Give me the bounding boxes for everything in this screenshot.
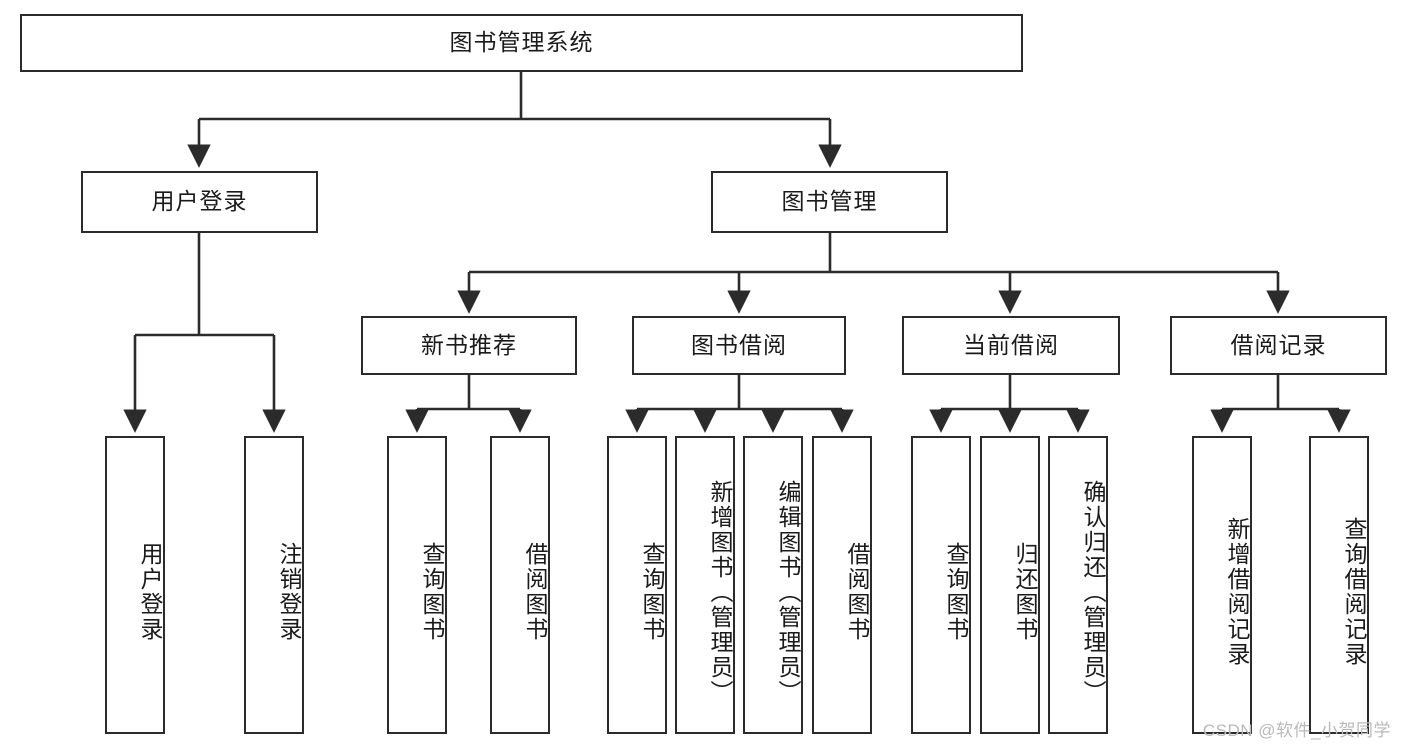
node-leaf-borrow-book-2-label: 借阅图书: [844, 542, 870, 642]
node-leaf-user-login[interactable]: 用户登录: [105, 436, 165, 734]
node-leaf-return-book-label: 归还图书: [1012, 542, 1038, 642]
node-user-login[interactable]: 用户登录: [81, 171, 318, 233]
node-leaf-query-record-label: 查询借阅记录: [1341, 517, 1367, 667]
node-leaf-query-record[interactable]: 查询借阅记录: [1309, 436, 1369, 734]
node-leaf-add-book[interactable]: 新增图书（管理员）: [675, 436, 735, 734]
node-leaf-query-book-1-label: 查询图书: [419, 542, 445, 642]
node-book-borrow[interactable]: 图书借阅: [632, 316, 846, 375]
node-new-book-rec[interactable]: 新书推荐: [361, 316, 577, 375]
node-leaf-query-book-3-label: 查询图书: [943, 542, 969, 642]
node-leaf-query-book-1[interactable]: 查询图书: [387, 436, 447, 734]
node-borrow-record[interactable]: 借阅记录: [1170, 316, 1387, 375]
node-leaf-confirm-return[interactable]: 确认归还（管理员）: [1048, 436, 1108, 734]
node-borrow-record-label: 借阅记录: [1230, 331, 1327, 358]
node-leaf-user-logout-label: 注销登录: [276, 542, 302, 642]
node-book-borrow-label: 图书借阅: [691, 331, 787, 358]
node-new-book-rec-label: 新书推荐: [421, 331, 517, 358]
node-current-borrow[interactable]: 当前借阅: [902, 316, 1120, 375]
node-current-borrow-label: 当前借阅: [963, 331, 1059, 358]
node-book-manage[interactable]: 图书管理: [711, 171, 948, 233]
node-root[interactable]: 图书管理系统: [20, 14, 1023, 72]
node-leaf-query-book-3[interactable]: 查询图书: [911, 436, 971, 734]
node-leaf-add-book-label: 新增图书（管理员）: [707, 479, 733, 705]
node-leaf-add-record-label: 新增借阅记录: [1224, 517, 1250, 667]
node-leaf-edit-book-label: 编辑图书（管理员）: [775, 479, 801, 705]
node-leaf-borrow-book-1[interactable]: 借阅图书: [490, 436, 550, 734]
node-leaf-confirm-return-label: 确认归还（管理员）: [1080, 479, 1106, 705]
node-leaf-user-logout[interactable]: 注销登录: [244, 436, 304, 734]
node-leaf-edit-book[interactable]: 编辑图书（管理员）: [743, 436, 803, 734]
node-leaf-borrow-book-1-label: 借阅图书: [522, 542, 548, 642]
node-leaf-query-book-2[interactable]: 查询图书: [607, 436, 667, 734]
node-user-login-label: 用户登录: [151, 188, 248, 215]
node-leaf-user-login-label: 用户登录: [137, 542, 163, 642]
node-book-manage-label: 图书管理: [781, 188, 878, 215]
node-leaf-borrow-book-2[interactable]: 借阅图书: [812, 436, 872, 734]
node-leaf-add-record[interactable]: 新增借阅记录: [1192, 436, 1252, 734]
watermark-text: CSDN @软件_小贺同学: [1202, 721, 1391, 740]
node-root-label: 图书管理系统: [449, 29, 594, 56]
node-leaf-query-book-2-label: 查询图书: [639, 542, 665, 642]
node-leaf-return-book[interactable]: 归还图书: [980, 436, 1040, 734]
